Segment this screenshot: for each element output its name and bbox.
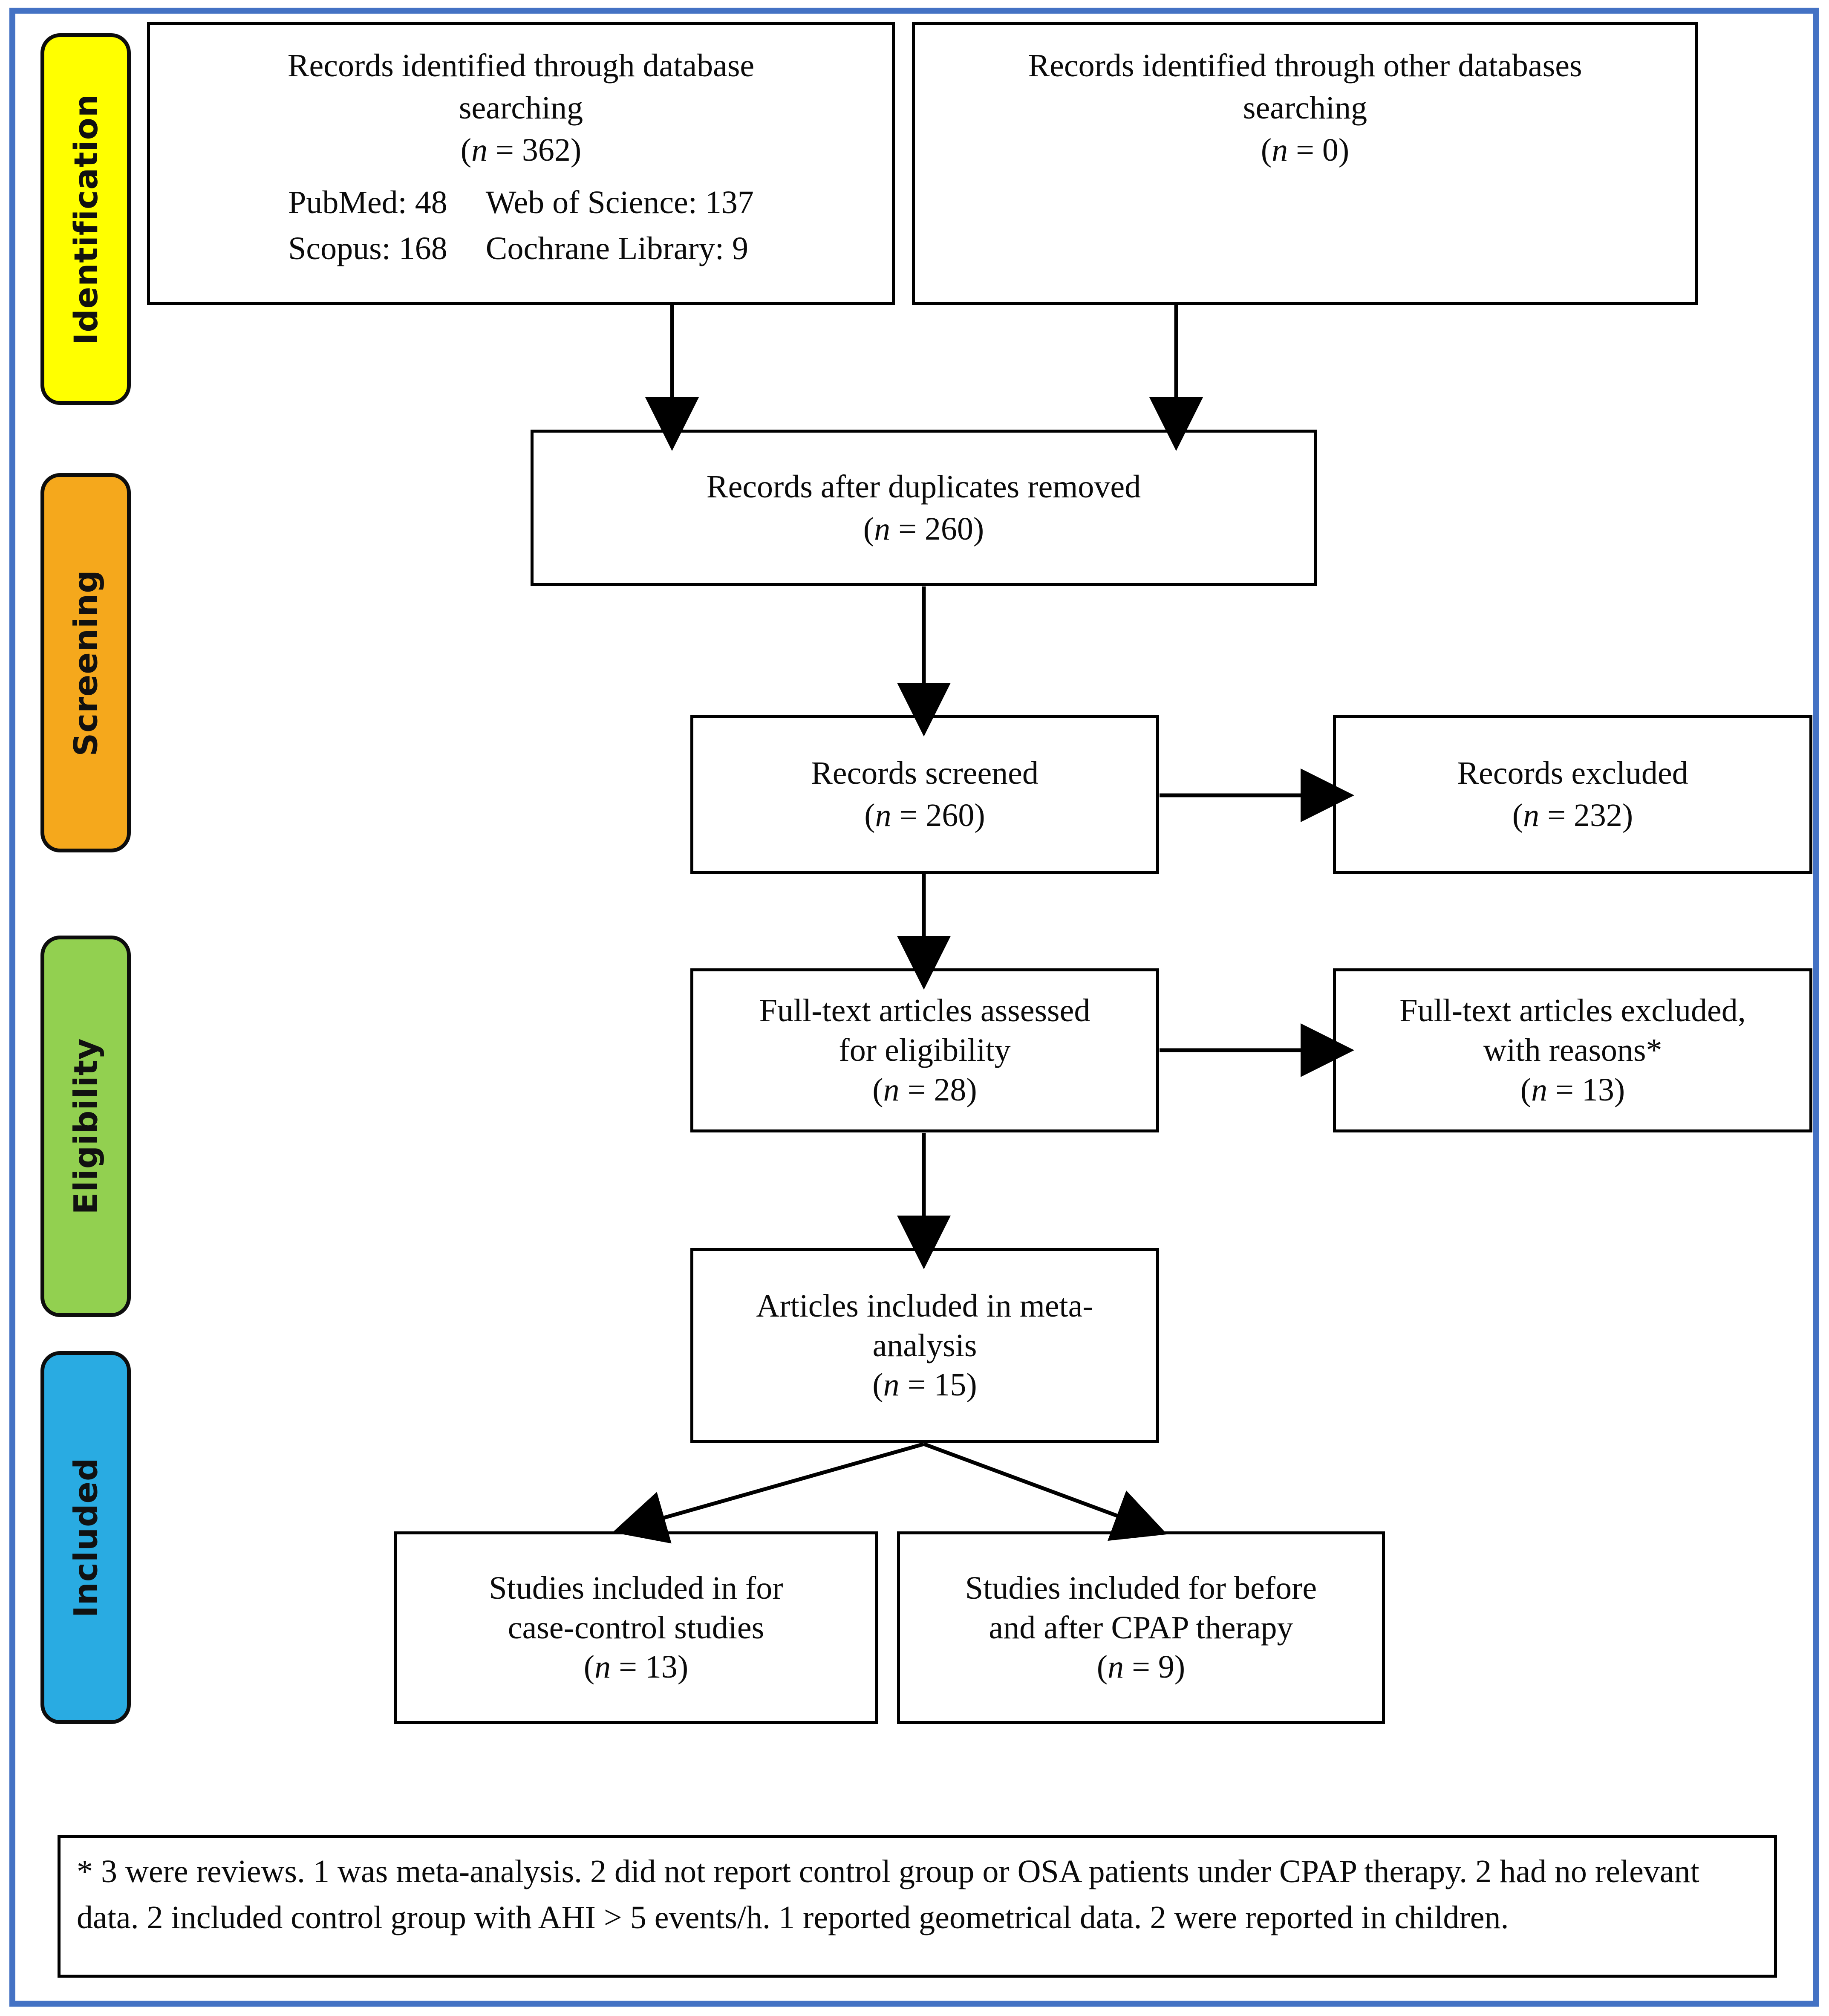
excluded-count: (n = 232) (1512, 797, 1633, 833)
duplicates-line1: Records after duplicates removed (706, 468, 1141, 505)
box-records-identified-other: Records identified through other databas… (912, 22, 1698, 305)
other-search-count: (n = 0) (1261, 132, 1350, 168)
db-search-line1: Records identified through database (287, 48, 755, 84)
case-control-count: (n = 13) (583, 1649, 689, 1685)
cpap-line2: and after CPAP therapy (989, 1609, 1293, 1646)
footnote-box: * 3 were reviews. 1 was meta-analysis. 2… (58, 1835, 1777, 1978)
fulltext-excluded-count: (n = 13) (1520, 1072, 1625, 1108)
stage-pill-eligibility: Eligibility (40, 936, 131, 1317)
box-studies-cpap-therapy: Studies included for before and after CP… (897, 1531, 1385, 1724)
box-fulltext-excluded: Full-text articles excluded, with reason… (1333, 968, 1812, 1132)
case-control-line2: case-control studies (508, 1609, 764, 1646)
box-records-after-duplicates: Records after duplicates removed (n = 26… (531, 430, 1317, 586)
source-scopus: Scopus: 168 (288, 230, 447, 266)
other-search-line1: Records identified through other databas… (1028, 48, 1582, 84)
source-cochrane: Cochrane Library: 9 (485, 230, 748, 266)
meta-count: (n = 15) (872, 1367, 977, 1403)
fulltext-excluded-line1: Full-text articles excluded, (1399, 993, 1746, 1029)
db-search-source-counts: PubMed: 48 Web of Science: 137 Scopus: 1… (288, 182, 754, 269)
box-fulltext-assessed: Full-text articles assessed for eligibil… (690, 968, 1159, 1132)
meta-line1: Articles included in meta- (756, 1288, 1093, 1324)
other-search-line2: searching (1243, 90, 1367, 126)
stage-label-eligibility: Eligibility (66, 1038, 105, 1215)
meta-line2: analysis (872, 1327, 977, 1363)
fulltext-assessed-line2: for eligibility (839, 1032, 1011, 1069)
stage-pill-screening: Screening (40, 473, 131, 852)
box-articles-included-meta: Articles included in meta- analysis (n =… (690, 1248, 1159, 1443)
stage-label-screening: Screening (66, 569, 105, 757)
screened-count: (n = 260) (864, 797, 985, 833)
stage-label-included: Included (66, 1457, 105, 1618)
db-search-count: (n = 362) (460, 132, 582, 168)
screened-line1: Records screened (811, 755, 1039, 791)
box-records-identified-database: Records identified through database sear… (147, 22, 895, 305)
stage-pill-identification: Identification (40, 33, 131, 405)
stage-label-identification: Identification (66, 93, 105, 345)
excluded-line1: Records excluded (1457, 755, 1688, 791)
fulltext-assessed-line1: Full-text articles assessed (759, 993, 1090, 1029)
box-studies-case-control: Studies included in for case-control stu… (394, 1531, 878, 1724)
source-pubmed: PubMed: 48 (288, 185, 447, 221)
cpap-count: (n = 9) (1096, 1649, 1186, 1685)
box-records-screened: Records screened (n = 260) (690, 715, 1159, 874)
stage-pill-included: Included (40, 1351, 131, 1724)
fulltext-excluded-line2: with reasons* (1483, 1032, 1662, 1069)
source-wos: Web of Science: 137 (485, 185, 754, 221)
fulltext-assessed-count: (n = 28) (872, 1072, 977, 1108)
box-records-excluded: Records excluded (n = 232) (1333, 715, 1812, 874)
outer-blue-frame (9, 8, 1819, 2007)
footnote-text: * 3 were reviews. 1 was meta-analysis. 2… (77, 1854, 1699, 1935)
duplicates-count: (n = 260) (863, 511, 984, 547)
case-control-line1: Studies included in for (489, 1570, 783, 1606)
db-search-line2: searching (459, 90, 583, 126)
cpap-line1: Studies included for before (965, 1570, 1317, 1606)
